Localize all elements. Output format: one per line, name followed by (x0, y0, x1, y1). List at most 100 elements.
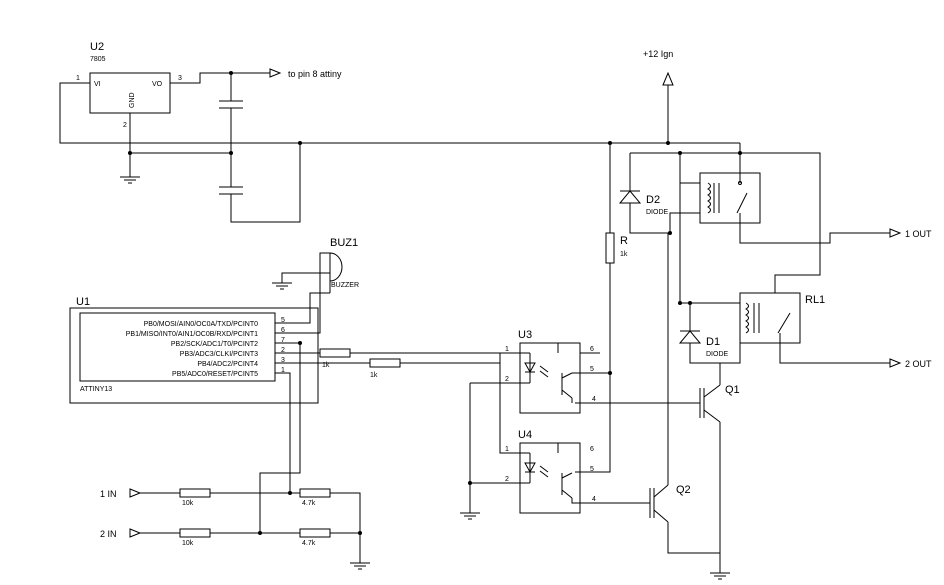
relay-rl1-body (739, 292, 801, 344)
opto-u3: U3 1 2 6 5 4 (505, 329, 700, 414)
input-2: 2 IN 10k 4.7k (100, 528, 370, 570)
buzzer: BUZ1 BUZZER (272, 237, 359, 293)
mcu-body (79, 312, 276, 382)
resistor-r-value: 1k (620, 251, 628, 258)
opto-u3-pin5: 5 (590, 366, 594, 373)
mcu-pin-label: PB5/ADC0/RESET/PCINT5 (172, 371, 258, 378)
input-1-label: 1 IN (100, 489, 117, 499)
diode-d2-icon (618, 190, 642, 204)
opto-u4-led-icon (524, 462, 536, 474)
opto-u4-pin5: 5 (590, 466, 594, 473)
opto-u3-body (519, 342, 581, 414)
regulator-pin-vi: VI (94, 81, 101, 88)
regulator-ref: U2 (90, 41, 104, 53)
opto-input-wiring (400, 352, 520, 520)
mcu-pin-label: PB1/MISO/INT0/AIN1/OC0B/RXD/PCINT1 (126, 331, 258, 338)
input-1: 1 IN 10k 4.7k (100, 488, 361, 563)
mcu-pin-number: 7 (281, 337, 285, 344)
in1-shunt-resistor-value: 4.7k (302, 500, 316, 507)
supply-note: to pin 8 attiny (288, 69, 342, 79)
opto-u3-pin6: 6 (590, 346, 594, 353)
opto-u4-ref: U4 (518, 429, 532, 441)
diode-d1-icon (678, 330, 702, 344)
regulator-value: 7805 (90, 56, 106, 63)
mcu-outer-box (69, 307, 319, 404)
relay-upper: D2 DIODE 1 OUT (618, 151, 932, 293)
transistor-q1: Q1 (699, 363, 740, 573)
opto-u3-ref: U3 (518, 329, 532, 341)
opto-u3-pin4: 4 (592, 396, 596, 403)
out2-arrow-icon (889, 358, 902, 368)
mcu-pin-label: PB4/ADC2/PCINT4 (197, 361, 258, 368)
transistor-q2: Q2 (649, 233, 730, 580)
regulator-pin1-num: 1 (76, 75, 80, 82)
resistor-r-pullup: R 1k (575, 143, 628, 473)
in1-shunt-resistor-body (299, 488, 331, 498)
in1-series-resistor-body (179, 488, 211, 498)
output-1-label: 1 OUT (905, 229, 932, 239)
relay-upper-switch-icon (736, 192, 748, 214)
regulator-wiring: to pin 8 attiny (59, 68, 342, 223)
q1-label: Q1 (725, 384, 740, 396)
relay-rl1-ref: RL1 (805, 294, 825, 306)
resistor-r-body (605, 232, 615, 264)
relay-rl1: RL1 D1 DIODE 2 OUT (678, 183, 932, 369)
in1-series-resistor-value: 10k (182, 500, 194, 507)
regulator-pin3-num: 3 (178, 75, 182, 82)
opto-u3-led-icon (524, 362, 536, 374)
relay-rl1-switch-icon (777, 312, 791, 334)
in2-series-resistor-body (179, 528, 211, 538)
diode-d2-value: DIODE (646, 209, 669, 216)
regulator-pin2-num: 2 (123, 122, 127, 129)
mcu-pin-number: 6 (281, 327, 285, 334)
ignition-arrow-icon (662, 71, 674, 86)
regulator-pin-gnd: GND (129, 92, 136, 108)
mcu-resistor-1-value: 1k (322, 362, 330, 369)
buzzer-icon (329, 252, 343, 282)
diode-d1-value: DIODE (706, 351, 729, 358)
regulator-u2: U2 7805 VI VO GND 1 2 3 (76, 41, 182, 129)
out1-arrow-icon (889, 228, 902, 238)
opto-u4-pin4: 4 (592, 496, 596, 503)
in2-shunt-resistor-body (299, 528, 331, 538)
in2-arrow-icon (129, 528, 142, 538)
opto-u4-pin2: 2 (505, 476, 509, 483)
mcu-pin-label: PB2/SCK/ADC1/T0/PCINT2 (171, 341, 258, 348)
buzzer-value: BUZZER (331, 282, 359, 289)
mcu-pin-label: PB0/MOSI/AIN0/OC0A/TXD/PCINT0 (144, 321, 258, 328)
mcu-pin-list: PB0/MOSI/AIN0/OC0A/TXD/PCINT0 5PB1/MISO/I… (126, 317, 285, 378)
mcu-pin-number: 1 (281, 367, 285, 374)
supply-arrow-icon (269, 68, 282, 78)
q2-label: Q2 (676, 484, 691, 496)
mcu-pin-number: 2 (281, 347, 285, 354)
main-rail: +12 Ign (300, 49, 741, 153)
ignition-label: +12 Ign (643, 49, 673, 59)
diode-d2-ref: D2 (646, 194, 660, 206)
input-2-label: 2 IN (100, 529, 117, 539)
regulator-pin-vo: VO (152, 81, 163, 88)
opto-u4-pin1: 1 (505, 446, 509, 453)
mcu-resistor-2-value: 1k (370, 372, 378, 379)
in2-series-resistor-value: 10k (182, 540, 194, 547)
relay-upper-body (699, 172, 761, 224)
mcu-pin-number: 5 (281, 317, 285, 324)
relay-rl1-coil-icon (745, 302, 749, 334)
mcu-pin-number: 3 (281, 357, 285, 364)
mcu-resistor-1-body (319, 348, 351, 358)
opto-u3-pin2: 2 (505, 376, 509, 383)
mcu-value: ATTINY13 (80, 386, 112, 393)
opto-u4-body (519, 442, 581, 514)
mcu-u1: U1 ATTINY13 PB0/MOSI/AIN0/OC0A/TXD/PCINT… (69, 252, 500, 533)
opto-u3-pin1: 1 (505, 346, 509, 353)
output-2-label: 2 OUT (905, 359, 932, 369)
mcu-pin-label: PB3/ADC3/CLKI/PCINT3 (180, 351, 258, 358)
buzzer-ref: BUZ1 (330, 237, 358, 249)
opto-u4: U4 1 2 6 5 4 (505, 429, 650, 514)
in1-arrow-icon (129, 488, 142, 498)
opto-u4-pin6: 6 (590, 446, 594, 453)
diode-d1-ref: D1 (706, 336, 720, 348)
relay-upper-coil-icon (707, 182, 711, 214)
mcu-resistor-2-body (369, 358, 401, 368)
